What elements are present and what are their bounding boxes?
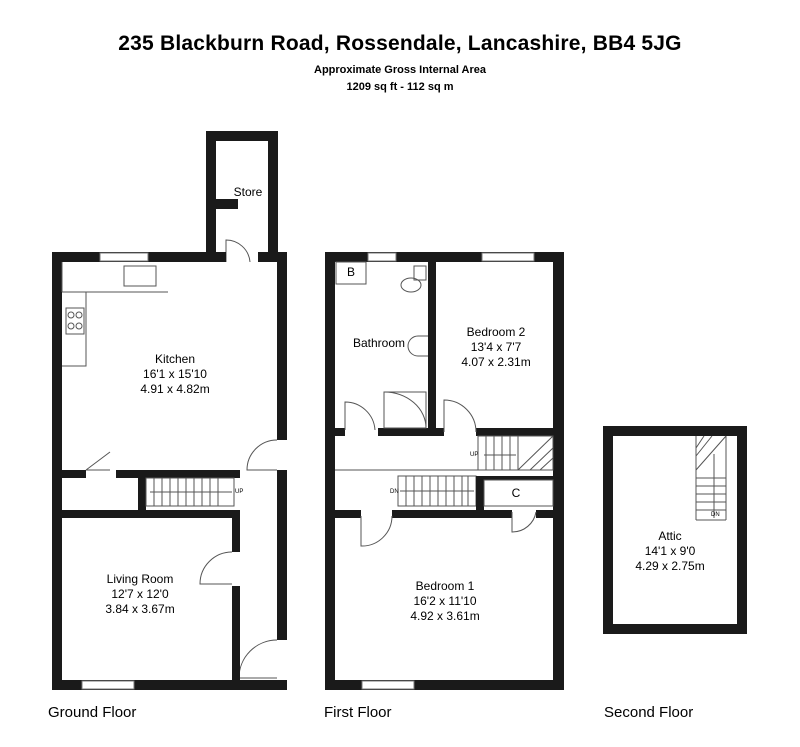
second-floor-plan — [603, 426, 747, 634]
first-floor-label: First Floor — [324, 704, 392, 721]
bedroom2-window — [481, 252, 535, 262]
bedroom2-metric: 4.07 x 2.31m — [461, 355, 531, 369]
first-stairs-up — [477, 435, 554, 471]
cupboard-label: C — [511, 486, 521, 500]
attic-label: Attic — [658, 529, 682, 543]
kitchen-imperial: 16'1 x 15'10 — [143, 367, 207, 381]
store-wall-left — [206, 131, 216, 209]
kitchen-wall-bottom — [62, 470, 240, 478]
first-stairs-down-label: DN — [390, 489, 399, 495]
rear-door — [238, 639, 278, 679]
store-wall-connector — [206, 199, 216, 261]
ground-wall-right — [277, 252, 287, 689]
hall-wall — [232, 510, 240, 682]
kitchen-metric: 4.91 x 4.82m — [140, 382, 210, 396]
second-floor-label: Second Floor — [604, 704, 694, 721]
kitchen-wall-top-right — [258, 252, 278, 262]
cupboard-c — [483, 479, 554, 507]
shower — [383, 391, 427, 429]
living-room-door — [199, 551, 233, 585]
kitchen-worktop — [61, 262, 168, 367]
first-wall-right — [553, 252, 564, 689]
first-wall-left — [325, 252, 335, 689]
attic-imperial: 14'1 x 9'0 — [644, 544, 696, 558]
bathroom-wall-bottom-left — [335, 428, 345, 436]
bedroom1-metric: 4.92 x 3.61m — [410, 609, 480, 623]
store-wall-inner — [206, 199, 238, 209]
living-room-metric: 3.84 x 3.67m — [105, 602, 175, 616]
area-value: 1209 sq ft - 112 sq m — [346, 81, 454, 93]
bedroom2-label: Bedroom 2 — [466, 325, 526, 339]
ground-floor-label: Ground Floor — [48, 704, 137, 721]
under-stairs-door — [85, 451, 111, 471]
attic-wall-right — [737, 426, 747, 634]
bathroom-label: Bathroom — [352, 336, 406, 350]
bedroom2-wall-bottom — [476, 428, 560, 436]
cupboard-door — [511, 511, 537, 533]
kitchen-window — [99, 252, 149, 262]
attic-wall-left — [603, 426, 613, 634]
kitchen-hob — [65, 307, 85, 335]
store-wall-top — [206, 131, 278, 141]
bedroom1-imperial: 16'2 x 11'10 — [413, 594, 477, 608]
stair-wall — [138, 470, 146, 512]
bathroom-door — [344, 401, 376, 431]
bedroom1-wall-top-left — [335, 510, 361, 518]
kitchen-sink — [123, 265, 157, 287]
side-door — [246, 439, 278, 471]
first-wall-bottom — [325, 680, 564, 690]
bathroom-window — [367, 252, 397, 262]
store-label: Store — [233, 185, 263, 199]
store-door — [225, 239, 251, 263]
first-floor-plan — [325, 252, 564, 690]
bathroom-wall-right — [428, 262, 436, 436]
boiler-cupboard — [335, 261, 367, 285]
bedroom1-window — [361, 680, 415, 690]
ground-wall-bottom — [52, 680, 287, 690]
living-room-wall-top — [62, 510, 240, 518]
attic-wall-top — [603, 426, 747, 436]
attic-metric: 4.29 x 2.75m — [635, 559, 705, 573]
ground-wall-left — [52, 252, 62, 689]
store-wall-right — [268, 131, 278, 261]
bathroom-wall-bottom — [378, 428, 436, 436]
first-wall-top — [325, 252, 564, 262]
bedroom1-wall-top — [392, 510, 512, 518]
bedroom2-door — [443, 399, 477, 433]
ground-stairs — [145, 477, 235, 507]
kitchen-label: Kitchen — [154, 352, 196, 366]
ground-floor-plan — [52, 131, 288, 690]
boiler-label: B — [346, 265, 355, 279]
living-room-label: Living Room — [106, 572, 174, 586]
page-title: 235 Blackburn Road, Rossendale, Lancashi… — [118, 32, 682, 55]
toilet-bowl — [400, 277, 422, 293]
living-room-window — [81, 680, 135, 690]
attic-wall-bottom — [603, 624, 747, 634]
basin — [407, 335, 428, 357]
first-stairs-up-label: UP — [470, 452, 479, 458]
toilet-cistern — [413, 265, 427, 281]
bedroom1-label: Bedroom 1 — [415, 579, 475, 593]
area-heading: Approximate Gross Internal Area — [314, 64, 486, 76]
living-room-imperial: 12'7 x 12'0 — [111, 587, 169, 601]
bedroom1-door — [360, 515, 393, 547]
bedroom2-imperial: 13'4 x 7'7 — [470, 340, 522, 354]
attic-stairs-down-label: DN — [711, 512, 720, 518]
ground-stairs-up-label: UP — [235, 489, 244, 495]
